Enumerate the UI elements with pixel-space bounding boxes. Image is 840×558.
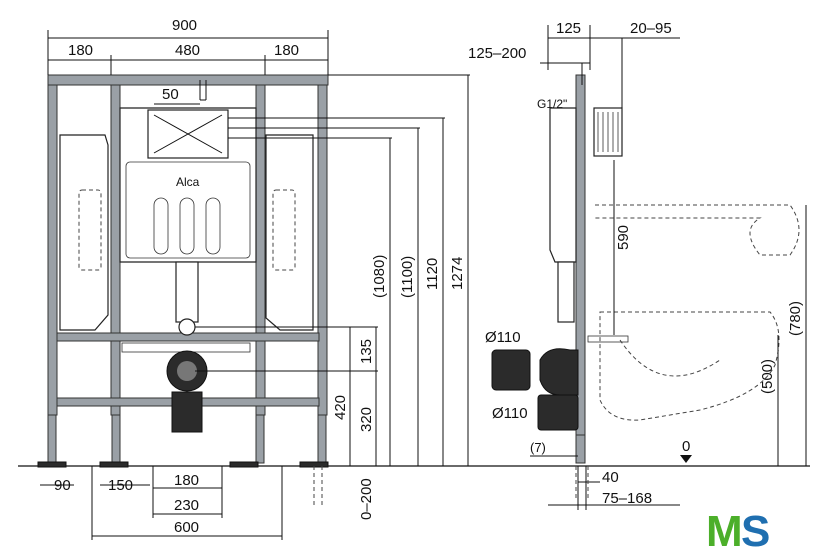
side-view: G1/2" Ø110 Ø110 125 20–95 125–200 590 (7… <box>468 20 807 510</box>
left-outer-post <box>47 84 58 416</box>
side-foot-extension <box>575 466 589 500</box>
flush-outlet <box>178 318 196 336</box>
drain-bend <box>539 348 579 396</box>
foot-left <box>47 414 57 464</box>
dim-0-200: 0–200 <box>358 478 375 520</box>
dim-1100: (1100) <box>399 256 416 298</box>
cistern-rib <box>179 197 195 255</box>
drain-coupler <box>491 349 531 391</box>
dim-40: 40 <box>602 469 619 486</box>
cistern-rib <box>205 197 221 255</box>
toilet-bowl-outline <box>599 311 780 421</box>
cistern-inner <box>125 161 251 259</box>
right-outer-post <box>317 84 328 416</box>
drain-elbow-inner <box>177 361 197 381</box>
foot-right-inner <box>255 414 265 464</box>
dim-180-right: 180 <box>274 42 299 59</box>
floor-marker <box>680 455 692 463</box>
side-foot <box>575 434 586 464</box>
dim-125-200: 125–200 <box>468 45 526 62</box>
dim-500: (500) <box>759 359 776 394</box>
right-panel-slot <box>272 189 296 271</box>
foot-plate <box>37 461 67 468</box>
dim-180-bottom: 180 <box>174 472 199 489</box>
dim-780: (780) <box>787 301 804 336</box>
dim-20-95: 20–95 <box>630 20 672 37</box>
floor-level-label: 0 <box>682 438 690 455</box>
logo-s: S <box>741 507 770 556</box>
dim-420: 420 <box>332 395 349 420</box>
logo-m: M <box>706 507 743 556</box>
toilet-bracket <box>587 335 629 343</box>
dim-90: 90 <box>54 477 71 494</box>
front-view: Alca 900 180 480 180 50 <box>37 17 470 540</box>
brand-label: Alca <box>176 175 200 189</box>
dim-7: (7) <box>530 440 546 455</box>
thread-label: G1/2" <box>537 97 567 111</box>
dim-135: 135 <box>358 339 375 364</box>
dim-180-left: 180 <box>68 42 93 59</box>
left-panel-slot <box>78 189 102 271</box>
foot-left-inner <box>111 414 121 464</box>
pipe-label-upper: Ø110 <box>485 329 521 346</box>
left-side-panel <box>59 134 109 331</box>
foot-plate <box>229 461 259 468</box>
foot-extension <box>313 466 323 505</box>
drain-pipe <box>171 391 203 433</box>
dim-1120: 1120 <box>424 258 441 290</box>
dim-125: 125 <box>556 20 581 37</box>
pipe-label-lower: Ø110 <box>492 405 528 422</box>
dim-1080: (1080) <box>371 255 388 298</box>
flush-pipe <box>175 261 199 323</box>
right-inner-post <box>255 84 266 416</box>
wall-plate-ribs <box>597 112 619 152</box>
toilet-bowl-inner <box>619 339 721 377</box>
dim-320: 320 <box>358 407 375 432</box>
dim-480: 480 <box>175 42 200 59</box>
side-flush-pipe <box>557 261 575 323</box>
dim-230: 230 <box>174 497 199 514</box>
top-rail <box>47 74 329 86</box>
water-supply <box>199 80 207 101</box>
left-inner-post <box>110 84 121 416</box>
dim-590: 590 <box>615 225 632 250</box>
ms-logo: M S <box>706 507 770 556</box>
foot-plate <box>99 461 129 468</box>
dim-900: 900 <box>172 17 197 34</box>
dim-50: 50 <box>162 86 179 103</box>
flush-plate-cross <box>153 114 223 154</box>
dim-150: 150 <box>108 477 133 494</box>
cistern-rib <box>153 197 169 255</box>
side-cistern <box>549 107 577 263</box>
dim-600: 600 <box>174 519 199 536</box>
drain-pipe-side <box>537 394 579 431</box>
foot-right <box>317 414 327 464</box>
right-side-panel <box>265 134 314 331</box>
dim-75-168: 75–168 <box>602 490 652 507</box>
dim-1274: 1274 <box>449 257 466 290</box>
